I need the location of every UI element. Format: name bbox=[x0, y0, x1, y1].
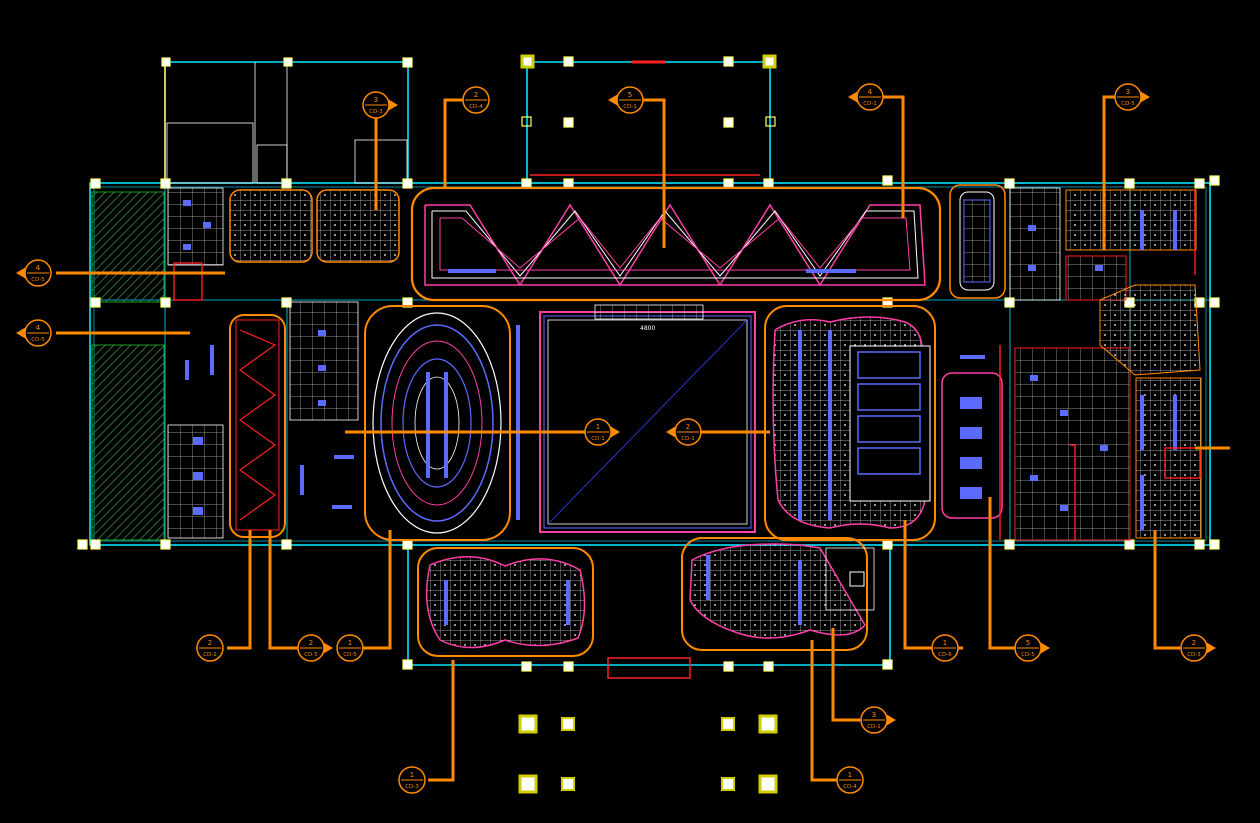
callout-sheet-ref: CD-5 bbox=[31, 337, 45, 343]
section-callout-12: 1CD-5 bbox=[336, 634, 364, 662]
callout-sheet-ref: CD-5 bbox=[304, 652, 318, 658]
callout-sheet-ref: CD-4 bbox=[843, 784, 857, 790]
callout-number: 1 bbox=[943, 639, 947, 647]
elliptical-ceiling bbox=[364, 305, 511, 541]
section-callout-6: 4CD-5 bbox=[16, 259, 52, 287]
grid-ceiling-rooms bbox=[167, 187, 1202, 541]
callout-number: 3 bbox=[872, 711, 876, 719]
callout-number: 5 bbox=[1026, 639, 1030, 647]
callout-sheet-ref: CD-1 bbox=[623, 104, 637, 110]
section-callout-13: 1CD-6 bbox=[931, 634, 959, 662]
callout-number: 1 bbox=[348, 639, 352, 647]
building-walls bbox=[89, 60, 1211, 679]
callout-number: 1 bbox=[848, 771, 852, 779]
section-callout-7: 4CD-5 bbox=[16, 319, 52, 347]
section-callout-9: 2CD-1 bbox=[666, 418, 702, 446]
hatched-zone-upper bbox=[91, 191, 165, 303]
lounge-ceiling bbox=[941, 372, 1003, 519]
callout-sheet-ref: CD-5 bbox=[343, 652, 357, 658]
section-callout-14: 5CD-5 bbox=[1014, 634, 1050, 662]
callout-sheet-ref: CD-4 bbox=[469, 104, 483, 110]
section-callout-18: 1CD-4 bbox=[836, 766, 864, 794]
section-callout-16: 3CD-1 bbox=[860, 706, 896, 734]
section-callout-3: 5CD-1 bbox=[608, 86, 644, 114]
section-callout-4: 4CD-1 bbox=[848, 83, 884, 111]
hatched-zone-lower bbox=[91, 344, 165, 541]
light-fixtures bbox=[183, 200, 1177, 530]
section-callout-17: 1CD-3 bbox=[398, 766, 426, 794]
section-callouts: 3CD-32CD-45CD-14CD-13CD-54CD-54CD-51CD-1… bbox=[16, 83, 1216, 794]
callout-number: 3 bbox=[374, 96, 378, 104]
callout-number: 2 bbox=[208, 639, 212, 647]
bottom-blob-ceilings bbox=[417, 537, 875, 657]
zigzag-ceiling bbox=[229, 314, 286, 538]
callout-number: 3 bbox=[1126, 88, 1130, 96]
callout-sheet-ref: CD-3 bbox=[405, 784, 419, 790]
partition-walls bbox=[173, 174, 1201, 540]
callout-sheet-ref: CD-1 bbox=[867, 724, 881, 730]
callout-sheet-ref: CD-3 bbox=[369, 109, 383, 115]
callout-sheet-ref: CD-1 bbox=[863, 101, 877, 107]
section-callout-2: 2CD-4 bbox=[462, 86, 490, 114]
section-callout-8: 1CD-1 bbox=[584, 418, 620, 446]
section-callout-10: 2CD-2 bbox=[196, 634, 224, 662]
callout-number: 5 bbox=[628, 91, 632, 99]
callout-sheet-ref: CD-1 bbox=[681, 436, 695, 442]
callout-sheet-ref: CD-5 bbox=[1121, 101, 1135, 107]
callout-number: 1 bbox=[596, 423, 600, 431]
callout-number: 4 bbox=[36, 324, 41, 332]
dimension-label: 4800 bbox=[640, 325, 655, 332]
bar-ceiling bbox=[949, 184, 1006, 299]
callout-sheet-ref: CD-3 bbox=[1187, 652, 1201, 658]
callout-number: 1 bbox=[410, 771, 414, 779]
callout-sheet-ref: CD-1 bbox=[591, 436, 605, 442]
callout-sheet-ref: CD-2 bbox=[203, 652, 217, 658]
callout-number: 4 bbox=[868, 88, 873, 96]
structural-columns bbox=[77, 54, 1220, 672]
callout-sheet-ref: CD-6 bbox=[938, 652, 952, 658]
central-court bbox=[516, 304, 756, 533]
callout-number: 2 bbox=[474, 91, 478, 99]
exterior-columns bbox=[518, 714, 778, 794]
section-callout-15: 2CD-3 bbox=[1180, 634, 1216, 662]
serpentine-ceiling bbox=[410, 186, 942, 302]
section-callout-5: 3CD-5 bbox=[1114, 83, 1150, 111]
callout-number: 2 bbox=[686, 423, 690, 431]
callout-number: 4 bbox=[36, 264, 41, 272]
section-callout-1: 3CD-3 bbox=[362, 91, 398, 119]
section-callout-11: 2CD-5 bbox=[297, 634, 333, 662]
callout-number: 2 bbox=[1192, 639, 1196, 647]
callout-sheet-ref: CD-5 bbox=[31, 277, 45, 283]
callout-sheet-ref: CD-5 bbox=[1021, 652, 1035, 658]
callout-number: 2 bbox=[309, 639, 313, 647]
right-center-ceiling bbox=[764, 305, 936, 541]
